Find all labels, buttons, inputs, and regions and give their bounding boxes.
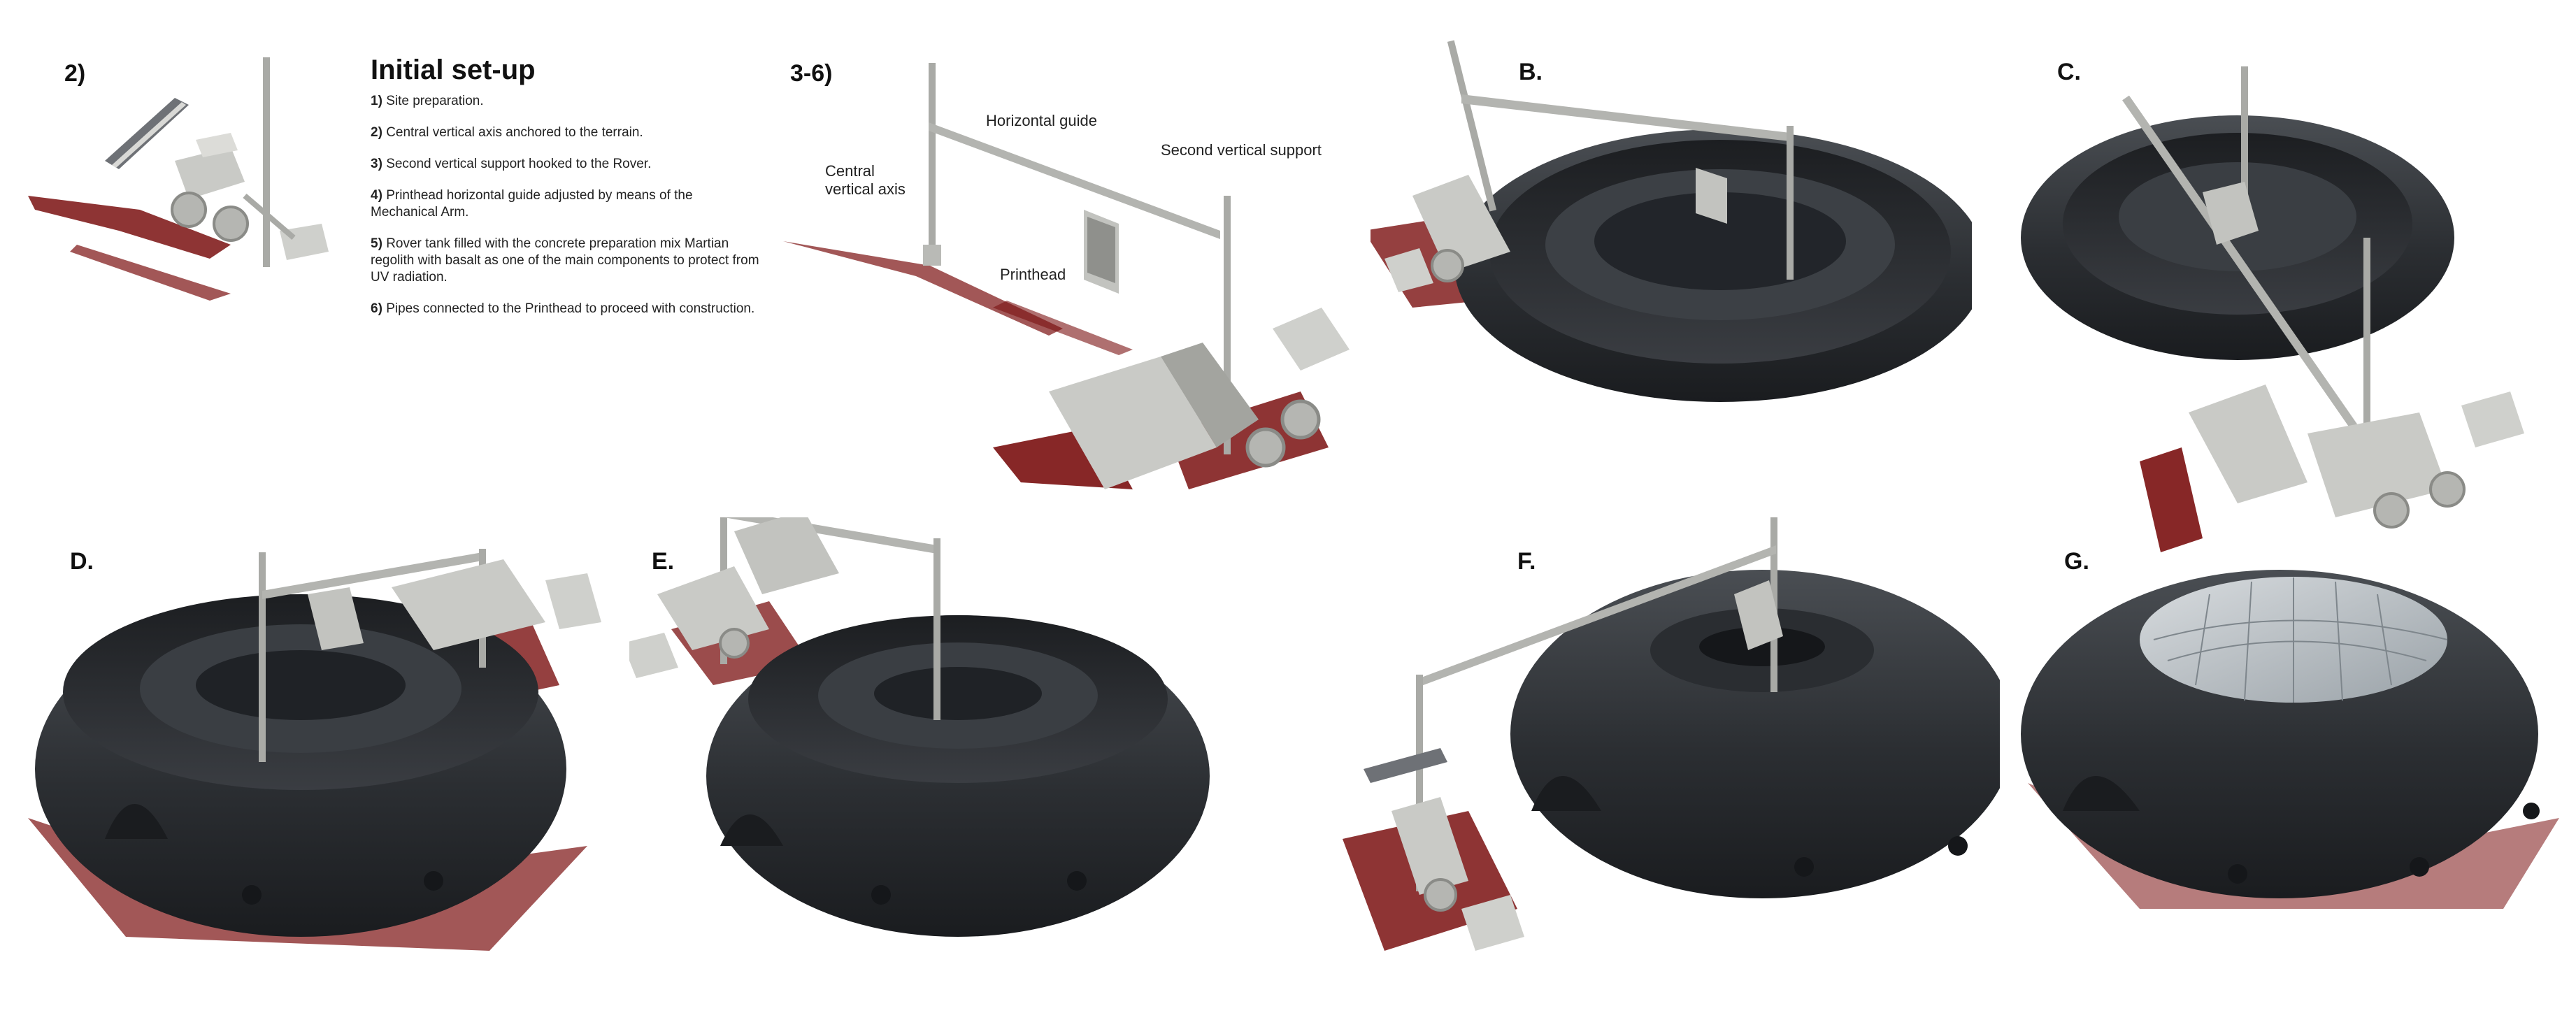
panel-step-b: B. bbox=[1371, 0, 1972, 517]
dome-near-complete-illustration bbox=[629, 517, 1210, 937]
callout-printhead: Printhead bbox=[1000, 266, 1066, 283]
panel-step-g: G. bbox=[2000, 517, 2576, 1020]
walls-rising-illustration bbox=[2021, 66, 2524, 552]
panel-label-3-6: 3-6) bbox=[790, 60, 833, 87]
setup-step-6: 6) Pipes connected to the Printhead to p… bbox=[371, 301, 755, 316]
setup-step-5: 5) Rover tank filled with the concrete p… bbox=[371, 236, 759, 285]
dome-half-built-illustration bbox=[28, 549, 601, 951]
panel-step-d: D. bbox=[0, 517, 629, 1020]
panel-label-b: B. bbox=[1519, 59, 1543, 85]
panel-step-c: C. bbox=[1972, 0, 2576, 559]
panel-label-f: F. bbox=[1517, 548, 1536, 575]
panel-step-f: F. bbox=[1329, 517, 2000, 1020]
setup-assembly-illustration bbox=[783, 63, 1350, 489]
panel-label-e: E. bbox=[652, 548, 675, 575]
rover-initial-illustration bbox=[28, 57, 329, 301]
panel-step-e: E. bbox=[629, 517, 1231, 1020]
panel-label-2: 2) bbox=[64, 60, 86, 87]
callout-central-axis: Central vertical axis bbox=[825, 162, 906, 198]
first-layers-illustration bbox=[1371, 40, 1972, 402]
setup-step-1: 1) Site preparation. bbox=[371, 94, 484, 108]
setup-step-3: 3) Second vertical support hooked to the… bbox=[371, 157, 652, 171]
panel-step-3-6: 3-6) Horizontal guide Central vertical a… bbox=[769, 0, 1371, 517]
dome-closing-illustration bbox=[1343, 517, 2000, 951]
panel-label-g: G. bbox=[2064, 548, 2089, 575]
setup-step-4: 4) Printhead horizontal guide adjusted b… bbox=[371, 188, 693, 220]
completed-habitat-illustration bbox=[2021, 570, 2559, 909]
callout-horizontal-guide: Horizontal guide bbox=[986, 112, 1097, 129]
setup-step-2: 2) Central vertical axis anchored to the… bbox=[371, 125, 643, 140]
initial-setup-notes: Initial set-up 1) Site preparation. 2) C… bbox=[371, 55, 762, 332]
callout-second-support: Second vertical support bbox=[1161, 141, 1322, 159]
panel-label-d: D. bbox=[70, 548, 94, 575]
setup-title: Initial set-up bbox=[371, 55, 536, 85]
panel-label-c: C. bbox=[2057, 59, 2081, 85]
panel-step-2: 2) bbox=[0, 0, 364, 322]
